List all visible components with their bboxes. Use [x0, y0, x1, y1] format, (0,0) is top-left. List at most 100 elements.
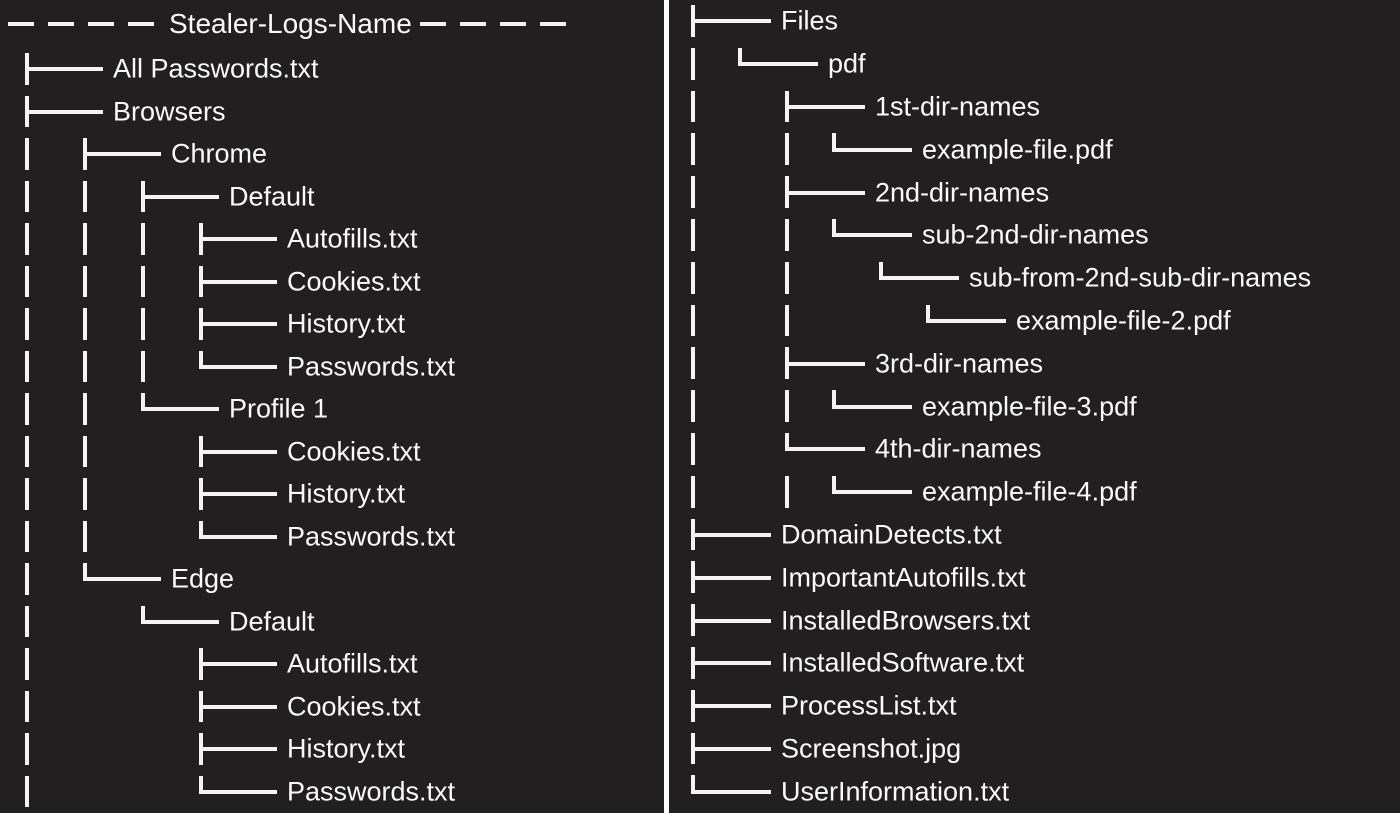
branch-line — [83, 152, 161, 157]
branch-line — [199, 789, 277, 794]
branch-line — [832, 490, 912, 495]
tree-node-label: All Passwords.txt — [113, 53, 319, 84]
tree-node-label: Autofills.txt — [287, 223, 418, 254]
tree-node-label: History.txt — [287, 733, 406, 764]
elbow-connector — [691, 775, 695, 794]
tree-row: sub-2nd-dir-names — [669, 214, 1400, 257]
tree-row: Passwords.txt — [0, 346, 664, 389]
tree-row: Chrome — [0, 133, 664, 176]
tree-pipe — [83, 350, 87, 382]
tree-row: Cookies.txt — [0, 686, 664, 729]
tree-pipe — [25, 563, 29, 595]
tree-pipe — [25, 733, 29, 765]
tree-title-row: Stealer-Logs-Name — [0, 0, 664, 48]
branch-line — [199, 364, 277, 369]
tree-row: History.txt — [0, 473, 664, 516]
tree-node-label: Cookies.txt — [287, 691, 421, 722]
tree-row: InstalledBrowsers.txt — [669, 599, 1400, 642]
tree-row: ImportantAutofills.txt — [669, 556, 1400, 599]
tree-row: Passwords.txt — [0, 516, 664, 559]
tree-node-label: ProcessList.txt — [781, 690, 957, 721]
tree-row: example-file.pdf — [669, 128, 1400, 171]
tree-row: Cookies.txt — [0, 431, 664, 474]
tree-row: History.txt — [0, 728, 664, 771]
tree-pipe — [691, 347, 695, 380]
tree-pipe — [691, 176, 695, 208]
tree-row: 3rd-dir-names — [669, 342, 1400, 385]
tree-pipe — [141, 350, 145, 382]
tree-node-label: 1st-dir-names — [875, 91, 1041, 122]
tree-pipe — [691, 261, 695, 294]
tree-row: example-file-2.pdf — [669, 300, 1400, 343]
tree-row: Autofills.txt — [0, 643, 664, 686]
tree-row: Screenshot.jpg — [669, 728, 1400, 771]
branch-line — [785, 447, 865, 452]
tree-row: Default — [0, 601, 664, 644]
tree-node-label: History.txt — [287, 478, 406, 509]
tree-row: All Passwords.txt — [0, 48, 664, 91]
tree-title: Stealer-Logs-Name — [169, 8, 412, 39]
tree-row: InstalledSoftware.txt — [669, 642, 1400, 685]
tree-pipe — [25, 223, 29, 255]
tree-node-label: example-file-4.pdf — [922, 476, 1137, 507]
tree-pipe — [25, 350, 29, 382]
branch-line — [199, 662, 277, 667]
tree-row: Browsers — [0, 91, 664, 134]
tree-pipe — [141, 265, 145, 297]
tree-node-label: Cookies.txt — [287, 266, 421, 297]
branch-line — [199, 492, 277, 497]
branch-line — [199, 322, 277, 327]
branch-line — [199, 237, 277, 242]
elbow-connector — [141, 393, 145, 412]
tree-row: ProcessList.txt — [669, 685, 1400, 728]
tree-pipe — [691, 304, 695, 337]
branch-line — [141, 407, 219, 412]
tree-pipe — [25, 520, 29, 552]
tree-node-label: example-file.pdf — [922, 134, 1113, 165]
tree-node-label: InstalledSoftware.txt — [781, 647, 1025, 678]
tree-pipe — [691, 133, 695, 166]
tree-node-label: InstalledBrowsers.txt — [781, 605, 1031, 636]
tree-pipe — [83, 223, 87, 255]
elbow-connector — [832, 133, 836, 152]
title-dash-right — [419, 22, 573, 26]
tree-node-label: Passwords.txt — [287, 776, 456, 807]
tree-node-label: sub-from-2nd-sub-dir-names — [969, 262, 1312, 293]
column-divider — [664, 0, 669, 813]
elbow-connector — [926, 304, 930, 323]
branch-line — [879, 276, 959, 281]
tree-node-label: Default — [229, 181, 315, 212]
tree-node-label: Autofills.txt — [287, 648, 418, 679]
tree-pipe — [785, 218, 789, 251]
tree-row: Edge — [0, 558, 664, 601]
tree-node-label: 4th-dir-names — [875, 433, 1042, 464]
branch-line — [691, 618, 771, 623]
tree-node-label: Cookies.txt — [287, 436, 421, 467]
tree-node-label: 3rd-dir-names — [875, 348, 1044, 379]
branch-line — [199, 279, 277, 284]
tree-node-label: Files — [781, 5, 839, 36]
tree-node-label: DomainDetects.txt — [781, 519, 1002, 550]
tree-pipe — [25, 308, 29, 340]
tree-pipe — [83, 435, 87, 467]
tree-pipe — [25, 265, 29, 297]
branch-line — [141, 194, 219, 199]
tree-node-label: sub-2nd-dir-names — [922, 219, 1149, 250]
tree-pipe — [83, 308, 87, 340]
tree-pipe — [691, 218, 695, 251]
branch-line — [199, 449, 277, 454]
tree-pipe — [785, 261, 789, 294]
tree-node-label: Browsers — [113, 96, 226, 127]
tree-pipe — [785, 475, 789, 508]
branch-line — [785, 361, 865, 366]
branch-line — [691, 789, 771, 794]
tree-pipe — [25, 478, 29, 510]
tree-pipe — [25, 648, 29, 680]
tree-node-label: ImportantAutofills.txt — [781, 562, 1026, 593]
tree-row: example-file-4.pdf — [669, 471, 1400, 514]
tree-pipe — [25, 605, 29, 637]
tree-row: DomainDetects.txt — [669, 514, 1400, 557]
tree-row: 1st-dir-names — [669, 86, 1400, 129]
